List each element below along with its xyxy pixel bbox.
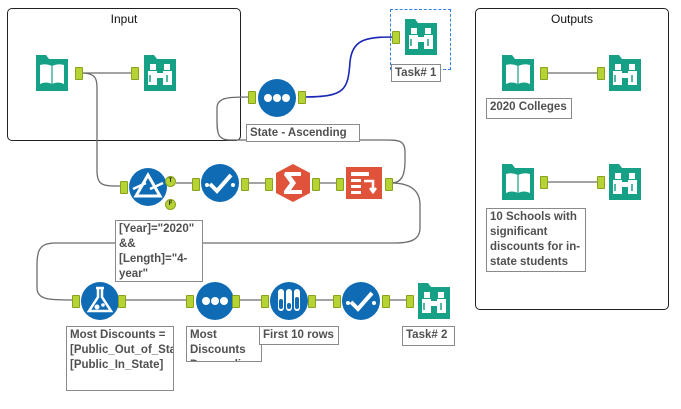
book-input-icon [502,55,534,91]
output-anchor[interactable] [385,178,393,191]
output-anchor[interactable] [298,91,306,104]
input-anchor[interactable] [261,295,269,308]
browse-2020-colleges-tool[interactable] [603,51,647,95]
input-data-tool[interactable] [30,51,74,95]
output-anchor[interactable] [75,67,83,80]
browse-tool[interactable] [138,51,182,95]
wire-input-to-filter [80,72,121,187]
input-anchor[interactable] [265,178,273,191]
input-anchor[interactable] [131,67,139,80]
filter-tool[interactable] [126,165,170,209]
select-tool-2[interactable] [339,279,383,323]
book-input-icon [36,55,68,91]
browse-task1-tool[interactable] [399,15,443,59]
out-schools-annotation: 10 Schools with significant discounts fo… [486,208,586,272]
output-anchor[interactable] [312,178,320,191]
sample-annotation: First 10 rows [259,326,339,345]
input-container-title: Input [110,12,138,26]
sort-state-tool[interactable] [255,76,299,120]
sort-dots-icon [258,79,296,117]
output-anchor[interactable] [382,295,390,308]
record-id-icon [346,167,382,199]
filter-false-anchor[interactable]: F [165,199,176,210]
input-anchor[interactable] [248,91,256,104]
input-anchor[interactable] [597,67,605,80]
input-schools-tool[interactable] [496,160,540,204]
input-anchor[interactable] [333,295,341,308]
record-id-tool[interactable] [342,161,386,205]
summarize-sigma-icon [276,164,310,202]
binoculars-browse-icon [609,164,641,200]
input-anchor[interactable] [186,295,194,308]
binoculars-browse-icon [405,19,437,55]
input-anchor[interactable] [192,178,200,191]
wire-recordid-to-formula [36,182,421,301]
task1-annotation: Task# 1 [391,64,441,82]
task2-annotation: Task# 2 [402,326,455,346]
outputs-container-title: Outputs [550,12,594,26]
formula-flask-icon [81,282,119,320]
output-anchor[interactable] [232,295,240,308]
select-check-icon [342,282,380,320]
binoculars-browse-icon [144,55,176,91]
output-anchor[interactable] [241,178,249,191]
sort-state-annotation: State - Ascending [246,124,360,142]
sort-discounts-tool[interactable] [193,279,237,323]
filter-true-anchor[interactable]: T [165,176,176,187]
book-input-icon [502,164,534,200]
formula-annotation: Most Discounts = [Public_Out_of_State]- … [66,326,174,391]
binoculars-browse-icon [418,283,450,319]
input-2020-colleges-tool[interactable] [496,51,540,95]
output-anchor[interactable] [540,67,548,80]
out-2020-colleges-annotation: 2020 Colleges [486,98,572,119]
browse-schools-tool[interactable] [603,160,647,204]
select-check-icon [201,164,239,202]
sample-tool[interactable] [267,279,311,323]
wire-sort-to-task1-browse [303,36,393,98]
browse-task2-tool[interactable] [412,279,456,323]
input-anchor[interactable] [597,176,605,189]
input-anchor[interactable] [120,181,128,194]
sort-discounts-annotation: Most Discounts Descending [186,326,262,362]
filter-triangle-icon [129,168,167,206]
input-anchor[interactable] [406,295,414,308]
input-anchor[interactable] [392,31,400,44]
output-anchor[interactable] [540,176,548,189]
sample-tubes-icon [270,282,308,320]
summarize-tool[interactable] [271,161,315,205]
binoculars-browse-icon [609,55,641,91]
input-anchor[interactable] [72,295,80,308]
input-anchor[interactable] [336,178,344,191]
output-anchor[interactable] [118,295,126,308]
sort-dots-icon [196,282,234,320]
filter-annotation: [Year]="2020" && [Length]="4- year" [115,220,203,282]
formula-tool[interactable] [78,279,122,323]
output-anchor[interactable] [308,295,316,308]
select-tool[interactable] [198,161,242,205]
